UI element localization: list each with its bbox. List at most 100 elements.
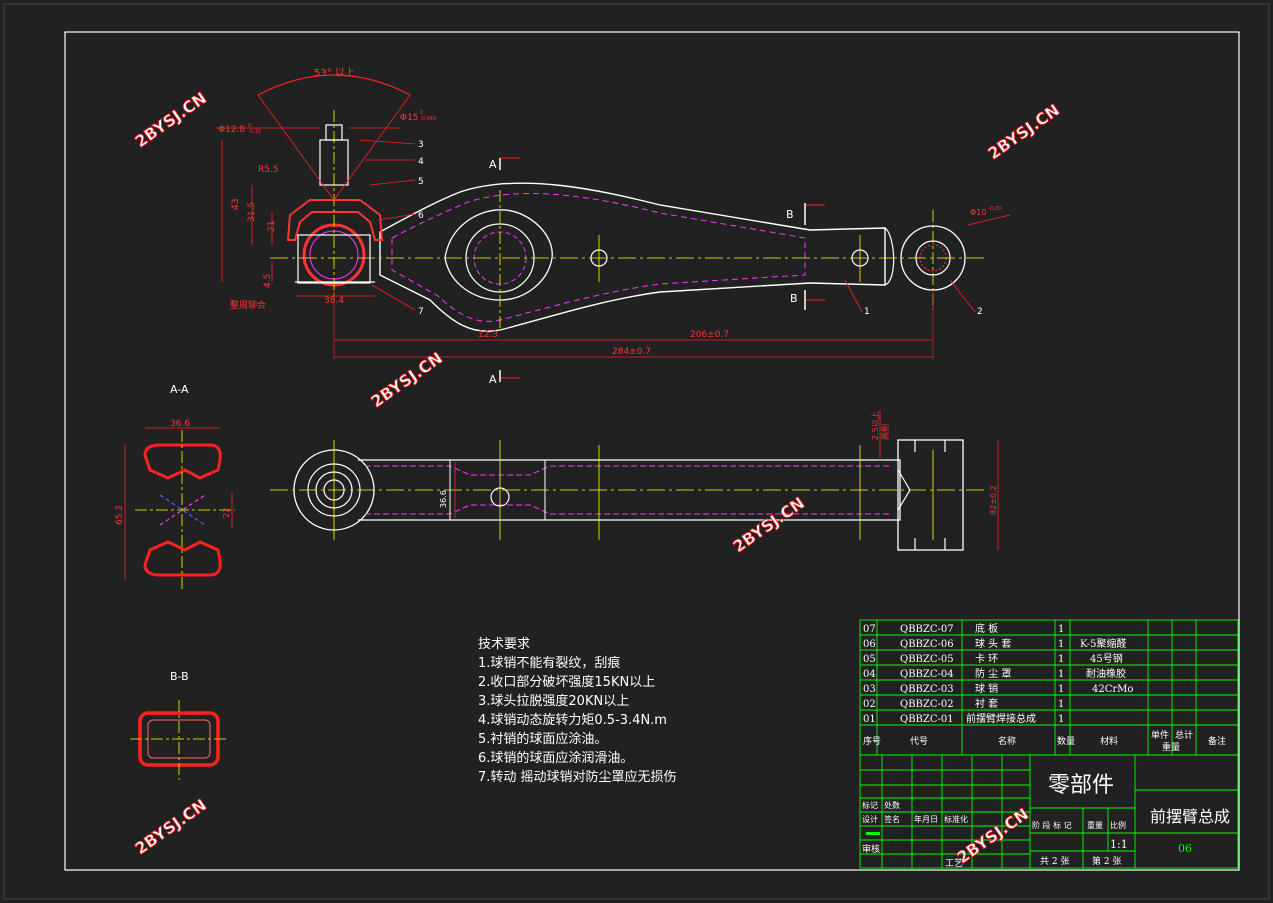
- sheet-border: [3, 3, 1270, 900]
- assembly-name: 前摆臂总成: [1150, 807, 1230, 826]
- center-boss: [444, 209, 553, 301]
- svg-text:1: 1: [1058, 684, 1064, 695]
- balloon-numbers: 3 4 5 6 7 1 2: [418, 140, 983, 317]
- dim-652: 65.2: [115, 505, 125, 525]
- svg-text:01: 01: [863, 714, 876, 725]
- svg-text:序号: 序号: [863, 735, 881, 747]
- dim-phi15-tol2: -0.043: [420, 116, 436, 122]
- svg-text:处数: 处数: [884, 800, 900, 810]
- watermark-1: 2BYSJ.CN: [131, 88, 210, 151]
- dim-366b: 36.6: [439, 490, 448, 508]
- dimension-labels: 53° 以上 Φ12.8 0 -0.15 Φ15 0 -0.043 R5.5 4…: [115, 67, 1001, 525]
- svg-text:年月日: 年月日: [914, 814, 938, 824]
- dim-seal: 整周铆合: [230, 299, 266, 311]
- tech-item: 3.球头拉脱强度20KN以上: [478, 693, 629, 709]
- svg-text:07: 07: [863, 624, 876, 635]
- svg-text:标准化: 标准化: [944, 814, 968, 824]
- svg-text:QBBZC-03: QBBZC-03: [900, 684, 954, 695]
- svg-text:总计: 总计: [1175, 729, 1193, 741]
- svg-text:QBBZC-05: QBBZC-05: [900, 654, 954, 665]
- svg-text:卡 环: 卡 环: [975, 652, 998, 665]
- dim-123: 12.3: [478, 330, 498, 340]
- tech-requirements: 技术要求 1.球销不能有裂纹，刮痕 2.收口部分破坏强度15KN以上 3.球头拉…: [478, 637, 677, 785]
- svg-text:数量: 数量: [1057, 735, 1075, 747]
- dim-22: 22: [222, 508, 231, 518]
- svg-text:球 头 套: 球 头 套: [975, 637, 1011, 650]
- title-block-text: 零部件 前摆臂总成 1:1 06 共 2 张 第 2 张 阶 段 标 记 重量 …: [862, 773, 1230, 869]
- arm-outline: [379, 182, 886, 332]
- part-label: 零部件: [1048, 773, 1114, 798]
- dim-92: 92±0.2: [989, 485, 998, 515]
- svg-text:单件: 单件: [1151, 729, 1169, 741]
- cut-b-bottom: B: [790, 292, 798, 305]
- bom-table: [859, 619, 1239, 869]
- front-view: [215, 74, 1011, 382]
- balloon-4: 4: [418, 157, 424, 167]
- dim-phi12-tol2: -0.15: [248, 129, 261, 135]
- watermark-5: 2BYSJ.CN: [131, 795, 210, 858]
- svg-text:审核: 审核: [862, 843, 880, 855]
- svg-text:1: 1: [1058, 654, 1064, 665]
- dim-25: 2.5以上: [871, 411, 880, 440]
- tech-item: 7.转动 摇动球销对防尘罩应无损伤: [478, 769, 677, 785]
- svg-text:05: 05: [863, 654, 876, 665]
- dim-43: 43: [231, 199, 241, 210]
- svg-text:QBBZC-01: QBBZC-01: [900, 714, 954, 725]
- cut-b-top: B: [786, 208, 794, 221]
- tech-item: 4.球销动态旋转力矩0.5-3.4N.m: [478, 713, 667, 728]
- svg-text:06: 06: [863, 639, 876, 650]
- svg-text:前摆臂焊接总成: 前摆臂焊接总成: [966, 712, 1036, 725]
- svg-text:衬 套: 衬 套: [975, 697, 998, 710]
- balloon-3: 3: [418, 140, 424, 150]
- ball-joint: [286, 124, 384, 287]
- bom-text: 07 QBBZC-07 底 板 1 06 QBBZC-06 球 头 套 1 K-…: [863, 622, 1226, 753]
- drawing-frame: [64, 31, 1240, 871]
- section-a-a: [124, 427, 235, 590]
- section-b-b: [130, 700, 228, 780]
- svg-text:QBBZC-07: QBBZC-07: [900, 624, 954, 635]
- svg-text:1: 1: [1058, 699, 1064, 710]
- dim-45: 4.5: [263, 274, 273, 288]
- dim-r: R5.5: [258, 165, 279, 175]
- view-labels: A-A B-B A A B B: [170, 158, 798, 683]
- dim-21: 21: [267, 221, 277, 232]
- svg-text:04: 04: [863, 669, 876, 680]
- tech-item: 2.收口部分破坏强度15KN以上: [478, 674, 655, 690]
- svg-text:材料: 材料: [1100, 735, 1118, 747]
- svg-text:1: 1: [1058, 714, 1064, 725]
- scale: 1:1: [1110, 838, 1128, 851]
- balloon-5: 5: [418, 177, 424, 187]
- svg-text:03: 03: [863, 684, 876, 695]
- svg-text:工艺: 工艺: [945, 858, 963, 869]
- svg-text:QBBZC-02: QBBZC-02: [900, 699, 954, 710]
- dim-angle: 53° 以上: [314, 67, 355, 79]
- svg-text:比例: 比例: [1110, 820, 1126, 830]
- balloon-7: 7: [418, 307, 424, 317]
- sheet-current: 第 2 张: [1092, 855, 1121, 867]
- svg-text:球 销: 球 销: [975, 682, 998, 695]
- dim-phi15: Φ15: [400, 113, 419, 123]
- drawing-number: 06: [1178, 842, 1192, 855]
- dim-284: 284±0.7: [612, 347, 651, 357]
- svg-text:K-5聚缩醛: K-5聚缩醛: [1080, 637, 1126, 650]
- balloon-6: 6: [418, 211, 424, 221]
- svg-text:备注: 备注: [1208, 735, 1226, 747]
- svg-text:重量: 重量: [1087, 820, 1103, 830]
- sheets-total: 共 2 张: [1040, 856, 1069, 867]
- dim-phi12-tol: 0: [248, 123, 251, 129]
- svg-text:设计: 设计: [862, 814, 878, 824]
- svg-text:1: 1: [1058, 639, 1064, 650]
- watermark-2: 2BYSJ.CN: [984, 100, 1063, 163]
- dim-366a: 36.6: [170, 419, 190, 429]
- dim-384: 38.4: [324, 296, 344, 306]
- svg-text:标记: 标记: [862, 800, 878, 810]
- cut-a-top: A: [489, 158, 497, 171]
- arm-hidden-line: [391, 193, 806, 322]
- svg-text:阶 段 标 记: 阶 段 标 记: [1032, 820, 1072, 830]
- label-section-b: B-B: [170, 670, 189, 683]
- svg-text:防 尘 罩: 防 尘 罩: [975, 667, 1011, 680]
- ball: [302, 223, 366, 287]
- svg-text:签名: 签名: [884, 814, 900, 824]
- svg-text:底 板: 底 板: [975, 622, 998, 635]
- watermark-4: 2BYSJ.CN: [729, 493, 808, 556]
